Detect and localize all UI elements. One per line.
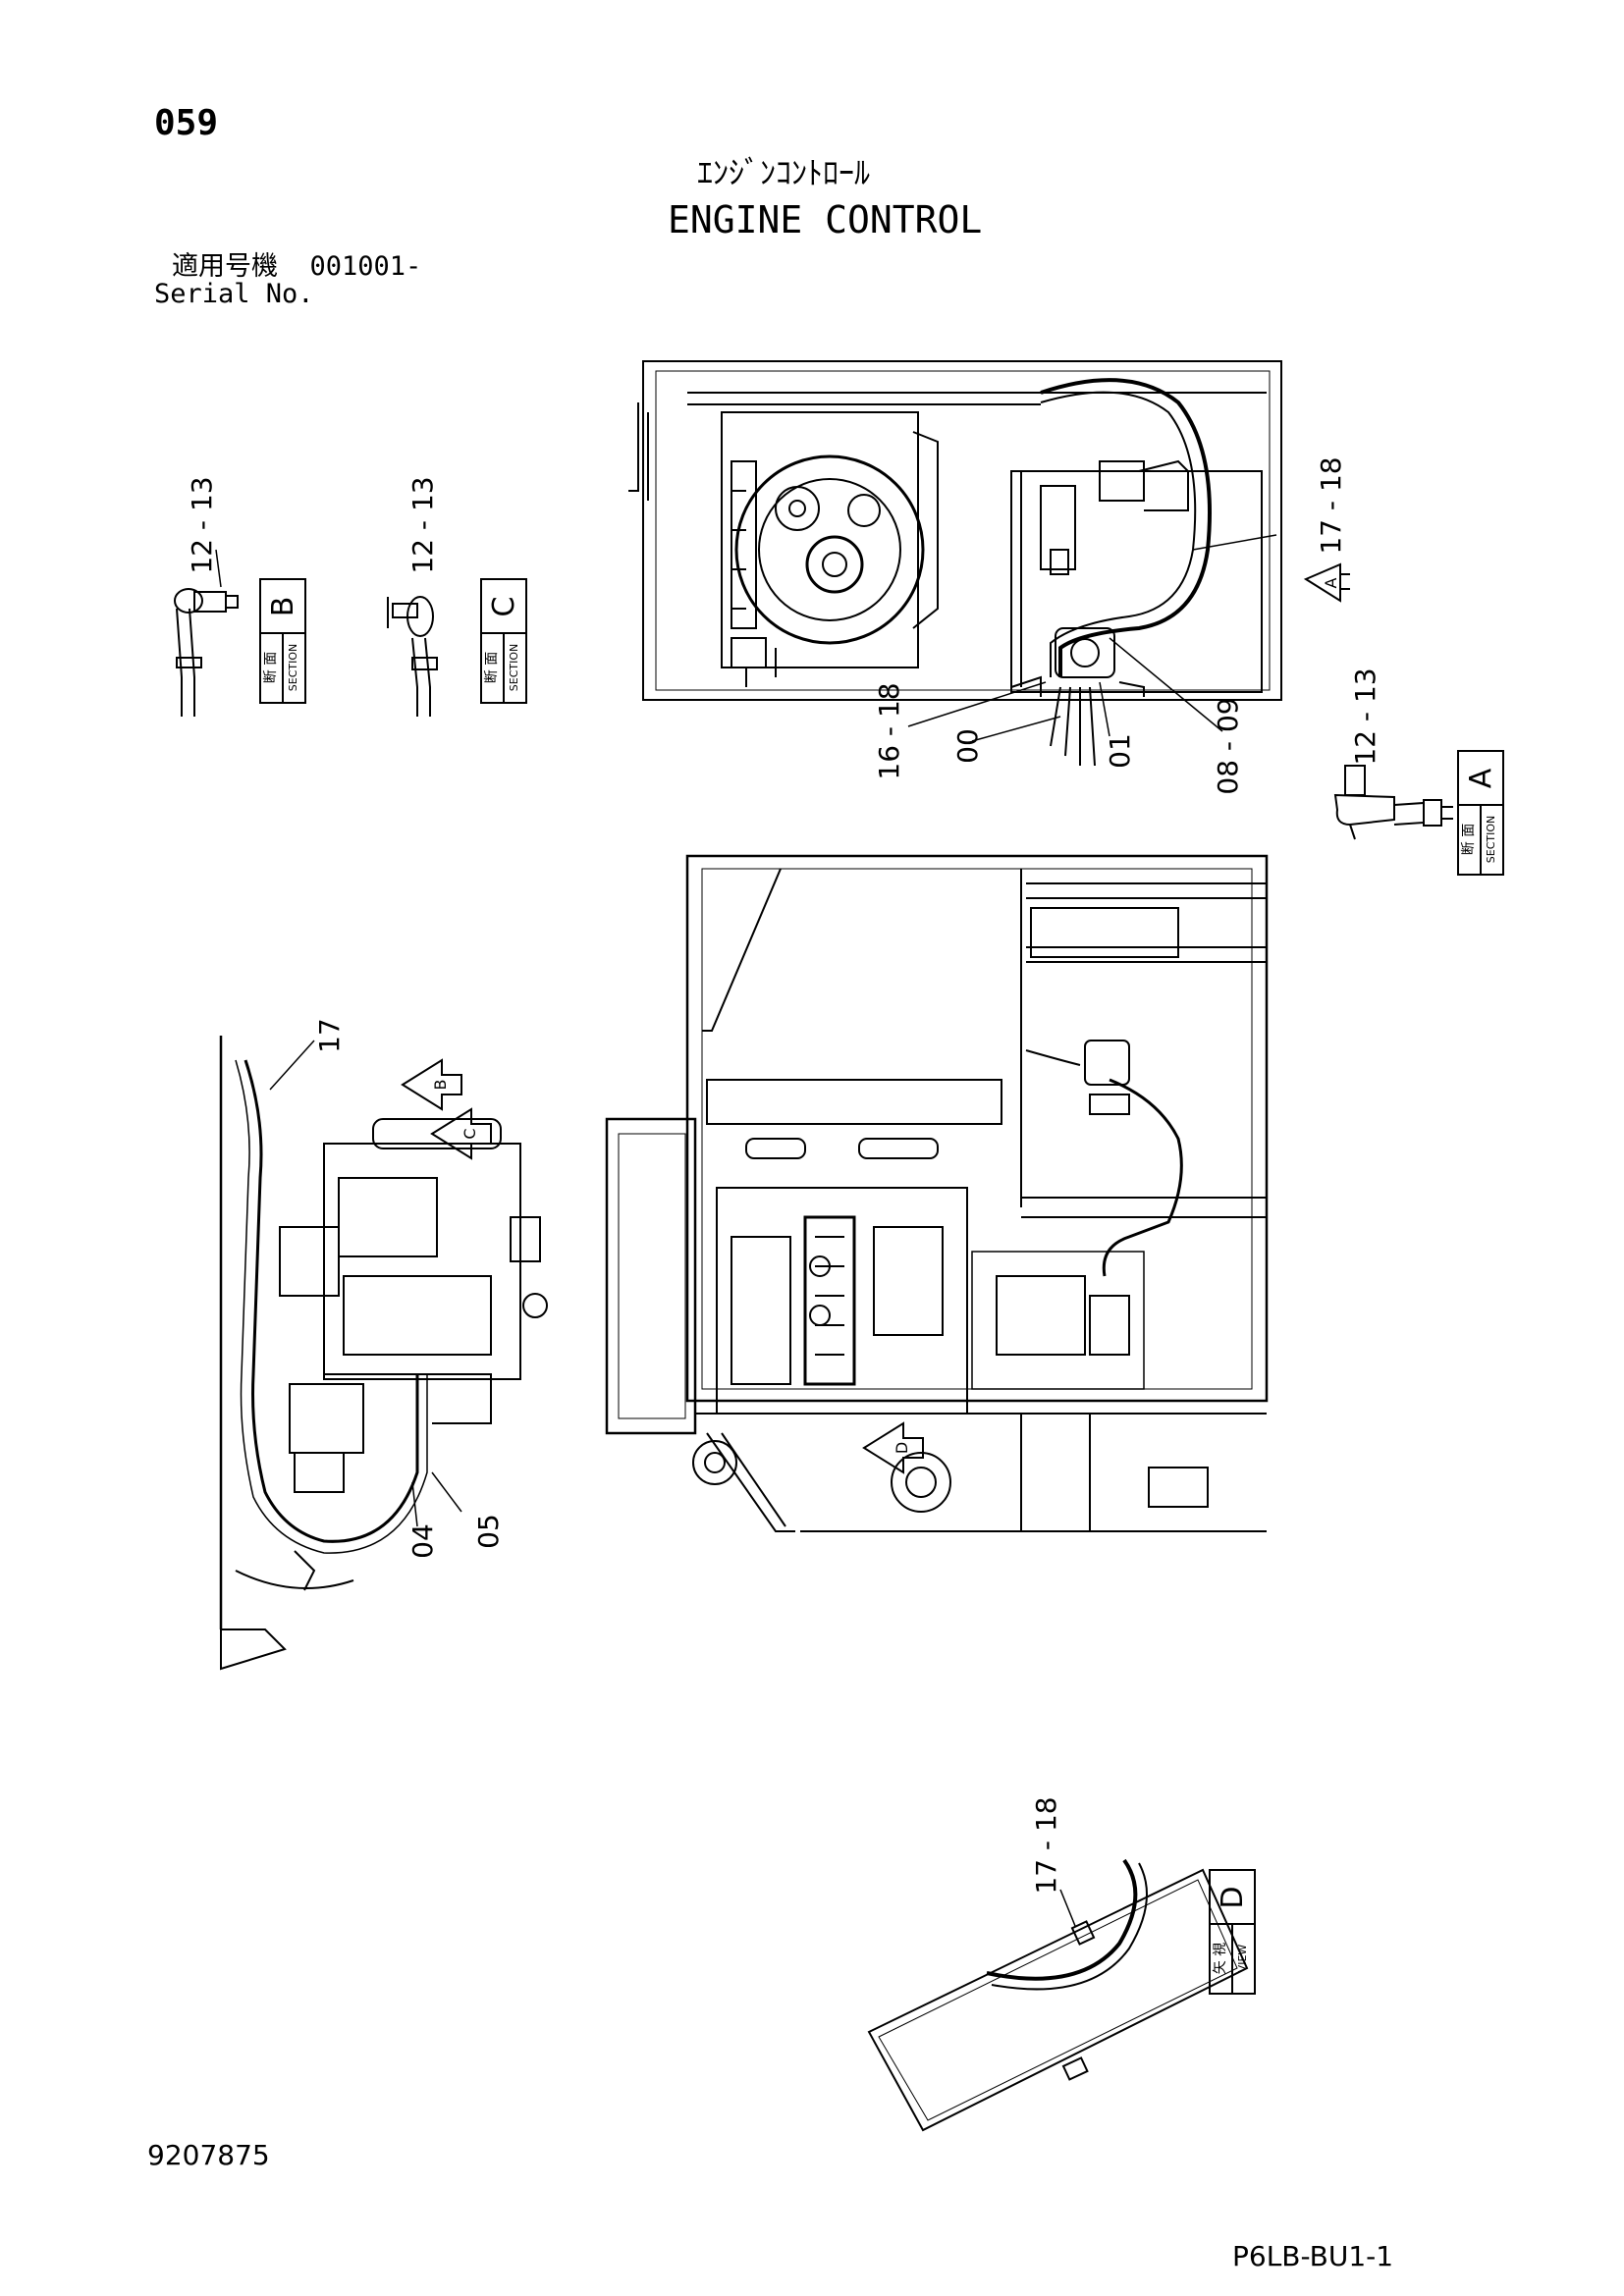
view-d-letter: D [1216,1886,1250,1908]
page-title: ENGINE CONTROL [668,198,983,241]
top-engine-view [628,360,1282,767]
callout-12-13-b: 12 - 13 [186,476,218,573]
arrow-c-letter: C [460,1128,479,1139]
arrow-d [862,1421,924,1474]
callout-00: 00 [951,728,984,764]
arrow-d-letter: D [893,1442,911,1454]
arrow-b [401,1058,462,1111]
view-d-panel [867,1858,1249,2132]
callout-05: 05 [472,1514,505,1549]
view-d-label-box [1209,1869,1256,1995]
view-d-jp: 矢 視 [1213,1943,1228,1974]
arrow-b-letter: B [431,1080,450,1091]
page-number: 059 [154,103,219,143]
arrow-a-letter: A [1322,577,1340,588]
section-b-en: SECTION [287,644,299,691]
title-japanese: ｴﾝｼﾞﾝｺﾝﾄﾛｰﾙ [697,154,871,191]
serial-line-jp: 適用号機 001001- [172,253,421,280]
arrow-a [1303,562,1350,603]
section-a-label-box [1457,750,1504,876]
serial-label-en: Serial No. [154,279,314,309]
section-b-jp: 断 面 [263,652,279,683]
callout-12-13-c: 12 - 13 [406,476,439,573]
callout-04: 04 [406,1523,439,1559]
section-c-en: SECTION [508,644,520,691]
section-b-detail [174,549,239,717]
section-a-letter: A [1464,768,1498,788]
doc-number: 9207875 [147,2139,270,2171]
serial-label-jp: 適用号機 [172,251,278,282]
side-engine-view [219,1036,548,1671]
callout-08-09: 08 - 09 [1212,697,1244,794]
section-c-detail [387,596,438,717]
callout-16-18: 16 - 18 [873,682,905,779]
callout-17-mid: 17 [313,1018,346,1053]
main-frame-view [605,854,1269,1532]
callout-01: 01 [1104,733,1136,769]
section-c-letter: C [487,597,521,617]
callout-12-13-a: 12 - 13 [1349,667,1381,765]
section-c-label-box [480,578,527,704]
section-b-label-box [259,578,306,704]
arrow-c [430,1107,492,1160]
callout-17-18-view: 17 - 18 [1030,1796,1062,1894]
section-b-letter: B [266,597,300,617]
page-code: P6LB-BU1-1 [1232,2240,1394,2272]
section-a-en: SECTION [1485,816,1497,863]
section-a-detail [1333,765,1453,840]
section-a-jp: 断 面 [1461,824,1477,855]
view-d-en: VIEW [1236,1945,1249,1973]
serial-value: 001001- [309,251,422,282]
section-c-jp: 断 面 [484,652,500,683]
callout-17-18-top: 17 - 18 [1315,456,1347,554]
